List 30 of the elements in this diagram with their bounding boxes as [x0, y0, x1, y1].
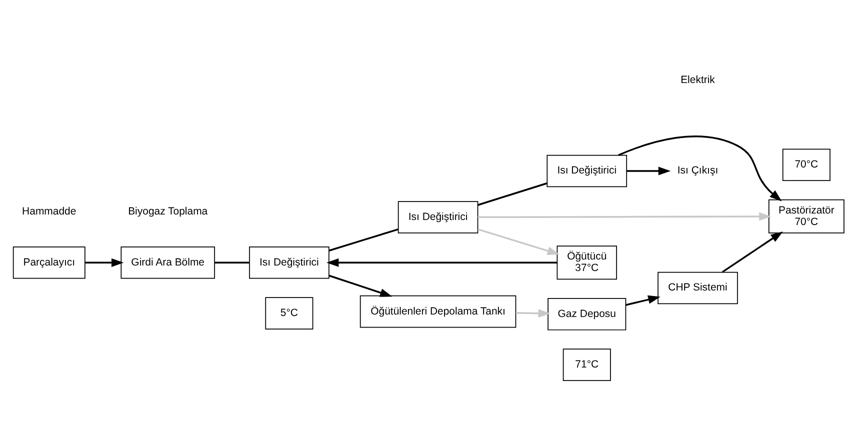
connector	[478, 182, 548, 206]
label: Elektrik	[680, 74, 715, 86]
arrow	[478, 212, 772, 220]
arrow	[626, 166, 671, 175]
arrow	[478, 228, 560, 254]
legend-label: Biyogaz Toplama	[128, 206, 208, 218]
node-box: Gaz Deposu	[548, 298, 626, 330]
arrow	[85, 258, 124, 266]
node-box: Isı Değiştirici	[398, 200, 478, 233]
node-box: 5°C	[265, 296, 314, 329]
connector	[328, 228, 398, 251]
arrow	[326, 258, 558, 266]
node-box: 70°C	[782, 148, 830, 181]
node-box: Öğütülenleri Depolama Tankı	[360, 294, 516, 328]
node-text: Isı Çıkışı	[677, 165, 718, 176]
arrow	[618, 135, 782, 201]
connector	[214, 261, 250, 264]
arrow	[328, 274, 392, 296]
arrow	[516, 308, 551, 318]
node-box: Isı Değiştirici	[546, 154, 628, 187]
arrow	[722, 231, 783, 272]
node-box: Öğütücü 37°C	[556, 245, 617, 280]
arrow	[626, 294, 660, 306]
node-box: Girdi Ara Bölme	[120, 246, 215, 278]
node-box: 71°C	[562, 348, 611, 380]
node-box: Parçalayıcı	[12, 246, 86, 278]
node-box: Pastörizatör 70°C	[768, 198, 844, 233]
legend-label: Hammadde	[22, 206, 76, 218]
node-box: Isı Değiştirici	[249, 246, 330, 278]
node-box: CHP Sistemi	[658, 271, 738, 304]
